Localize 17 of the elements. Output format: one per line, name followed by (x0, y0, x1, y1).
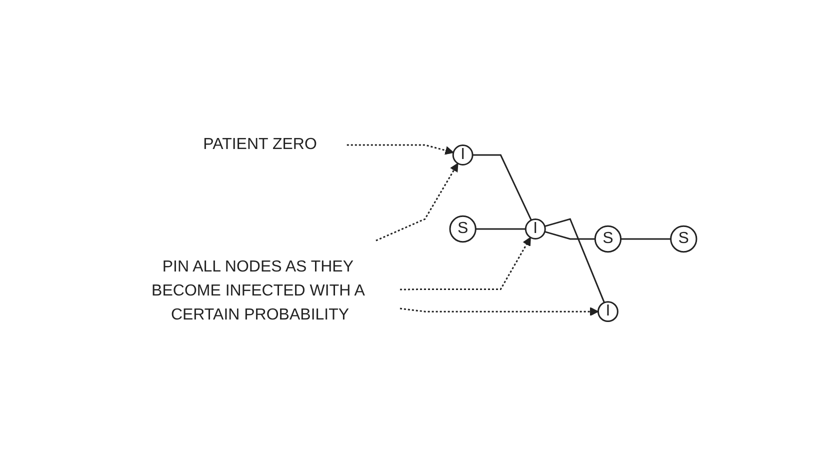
arrow (400, 307, 598, 316)
node-circle: I (524, 218, 546, 240)
connector (544, 218, 605, 304)
node-circle: S (594, 226, 622, 253)
node-text: PATIENT ZERO (202, 136, 317, 154)
connector (475, 228, 526, 230)
node-circle: I (597, 301, 618, 322)
node-circle: S (449, 216, 476, 243)
node-circle: S (670, 226, 697, 253)
connector (620, 238, 671, 240)
arrow (346, 144, 454, 155)
connector (472, 154, 532, 221)
arrow (400, 237, 531, 291)
node-text: PIN ALL NODES AS THEY BECOME INFECTED WITH A CERTAIN PROBABILITY (151, 258, 364, 324)
arrow (375, 163, 458, 242)
node-circle: I (452, 144, 474, 166)
connector (544, 231, 595, 240)
